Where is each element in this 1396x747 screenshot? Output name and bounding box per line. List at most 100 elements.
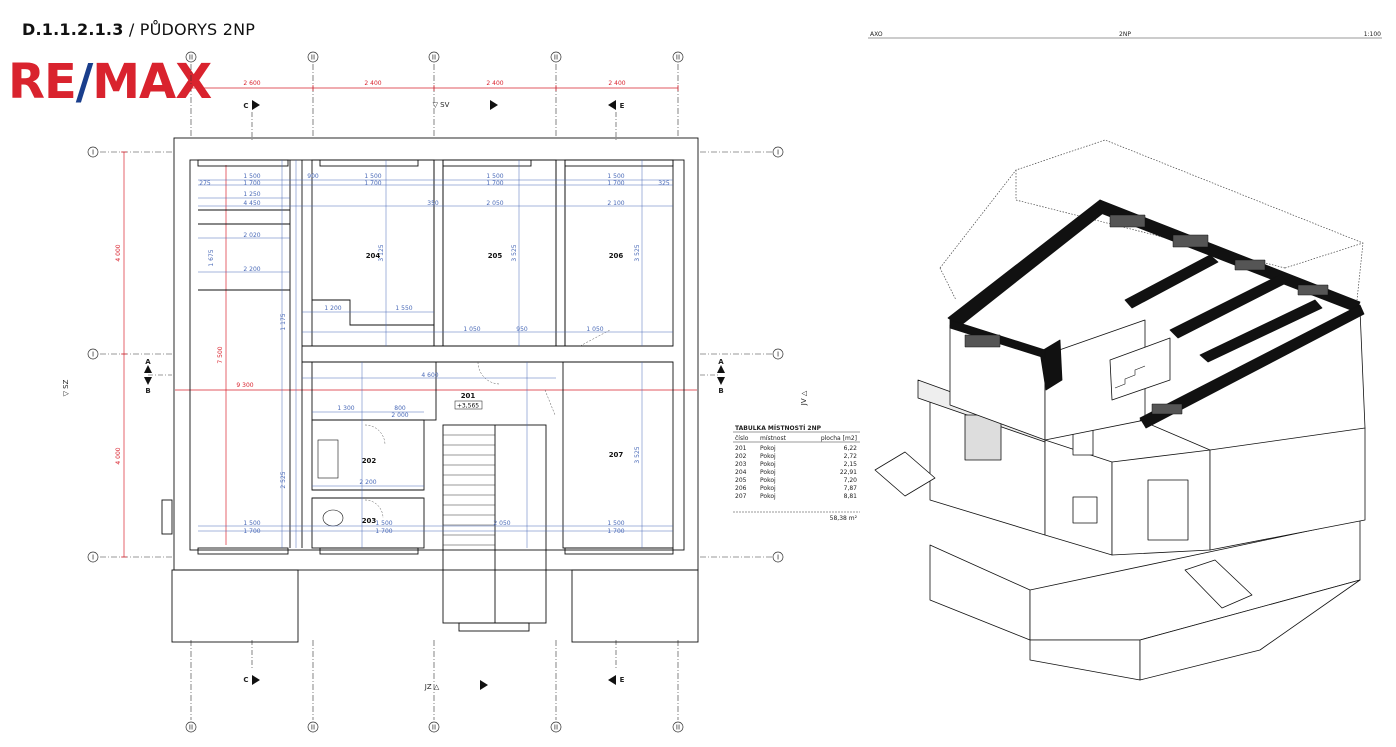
dim-text: 1 500 xyxy=(243,520,260,527)
dim-text: 1 200 xyxy=(324,305,341,312)
grid-dim: 2 600 xyxy=(243,80,260,87)
grid-dim: 2 400 xyxy=(486,80,503,87)
section-label-b: B xyxy=(718,387,723,395)
room-labels: 204 205 206 201 +3,565 202 203 207 xyxy=(362,252,624,525)
dim-text: 2 200 xyxy=(359,479,376,486)
table-cell: Pokoj xyxy=(760,461,776,468)
axis-row-label: I xyxy=(92,554,94,562)
grid-dim-vertical-bottom: 4 000 xyxy=(115,447,122,464)
dim-text: 1 500 xyxy=(607,520,624,527)
room-table: TABULKA MÍSTNOSTÍ 2NP číslo místnost plo… xyxy=(733,424,860,522)
sheet-title: D.1.1.2.1.3 / PŮDORYS 2NP xyxy=(22,20,255,39)
stair-treads xyxy=(443,434,495,546)
dim-text: 1 700 xyxy=(607,180,624,187)
blue-dimension-lines xyxy=(198,160,673,548)
section-label-a: A xyxy=(718,358,724,366)
wall-tops xyxy=(947,199,1365,429)
dim-text: 1 300 xyxy=(337,405,354,412)
dim-text: 2 020 xyxy=(243,232,260,239)
table-cell: 22,91 xyxy=(840,469,857,476)
compass-jz: JZ △ xyxy=(424,683,440,691)
dim-text: 1 050 xyxy=(586,326,603,333)
table-cell: Pokoj xyxy=(760,485,776,492)
table-row: 203 Pokoj 2,15 xyxy=(735,461,857,468)
axis-col-label: II xyxy=(311,54,315,62)
dim-text: 2 525 xyxy=(280,471,287,488)
roof-outline xyxy=(939,139,1364,301)
dim-text: 275 xyxy=(199,180,211,187)
compass-jv: JV △ xyxy=(800,390,808,406)
axis-row-label: I xyxy=(777,351,779,359)
toilet xyxy=(322,509,344,527)
dim-text: 325 xyxy=(658,180,670,187)
table-cell: Pokoj xyxy=(760,477,776,484)
table-cell: 204 xyxy=(735,469,747,476)
dim-text: 1 175 xyxy=(280,313,287,330)
dim-text: 4 600 xyxy=(421,372,438,379)
section-labels: C E C E A B A B ▽ SV JZ △ ▽ SZ JV △ xyxy=(62,101,808,691)
table-cell: 207 xyxy=(735,493,747,500)
dim-text: 2 050 xyxy=(493,520,510,527)
stairs-left xyxy=(874,451,936,497)
table-cell: 7,87 xyxy=(844,485,858,492)
logo-slash: / xyxy=(75,54,94,110)
room-label-207: 207 xyxy=(609,451,624,459)
axis-col-label: II xyxy=(676,54,680,62)
parapet-lattices xyxy=(964,214,1329,415)
grid-dim: 2 400 xyxy=(364,80,381,87)
table-cell: 2,72 xyxy=(844,453,858,460)
dim-text: 800 xyxy=(394,405,406,412)
room-label-205: 205 xyxy=(488,252,503,260)
logo-re: RE xyxy=(8,54,77,110)
table-header: místnost xyxy=(760,435,787,442)
dim-text: 1 700 xyxy=(607,528,624,535)
table-cell: 7,20 xyxy=(844,477,858,484)
axis-row-label: I xyxy=(92,351,94,359)
room-table-title: TABULKA MÍSTNOSTÍ 2NP xyxy=(735,424,822,432)
section-arrows xyxy=(144,100,725,690)
table-cell: 6,22 xyxy=(844,445,858,452)
section-label-e: E xyxy=(620,676,625,684)
blue-dimension-texts: 1 500 1 700 1 500 1 700 1 500 1 700 1 50… xyxy=(199,173,670,535)
dim-text: 1 500 xyxy=(607,173,624,180)
table-total: 58,38 m² xyxy=(830,515,858,522)
dim-text: 3 525 xyxy=(634,244,641,261)
dim-text: 1 700 xyxy=(375,528,392,535)
table-header: plocha [m2] xyxy=(821,435,857,442)
dim-text: 350 xyxy=(427,200,439,207)
section-label-c: C xyxy=(243,676,248,684)
section-label-e: E xyxy=(620,102,625,110)
table-header: číslo xyxy=(735,435,749,442)
section-label-c: C xyxy=(243,102,248,110)
dim-text: 1 700 xyxy=(243,528,260,535)
sanitary xyxy=(317,439,344,527)
dim-text: 1 700 xyxy=(364,180,381,187)
table-cell: 206 xyxy=(735,485,747,492)
table-row: 201 Pokoj 6,22 xyxy=(735,445,857,452)
axis-col-label: II xyxy=(311,724,315,732)
dim-text: 2 000 xyxy=(391,412,408,419)
axo-header: AXO 2NP 1:100 xyxy=(868,31,1382,39)
balcony-right xyxy=(571,569,699,643)
dim-text: 2 100 xyxy=(607,200,624,207)
room-label-204: 204 xyxy=(366,252,381,260)
overall-width-dim: 9 300 xyxy=(236,382,253,389)
axis-row-label: I xyxy=(777,554,779,562)
table-cell: 203 xyxy=(735,461,747,468)
dim-text: 950 xyxy=(516,326,528,333)
axo-header-center: 2NP xyxy=(1119,31,1131,38)
table-row: 206 Pokoj 7,87 xyxy=(735,485,857,492)
inner-wall xyxy=(189,159,685,551)
compass-sv: ▽ SV xyxy=(433,101,450,109)
table-cell: 201 xyxy=(735,445,747,452)
balcony-left xyxy=(171,569,299,643)
dim-text: 1 250 xyxy=(243,191,260,198)
sheet-name: PŮDORYS 2NP xyxy=(139,20,256,39)
room-label-201: 201 xyxy=(461,392,476,400)
grid-dim-vertical-top: 4 000 xyxy=(115,244,122,261)
dim-text: 1 500 xyxy=(243,173,260,180)
axo-header-right: 1:100 xyxy=(1364,31,1381,38)
table-cell: 8,81 xyxy=(844,493,858,500)
table-row: 205 Pokoj 7,20 xyxy=(735,477,857,484)
